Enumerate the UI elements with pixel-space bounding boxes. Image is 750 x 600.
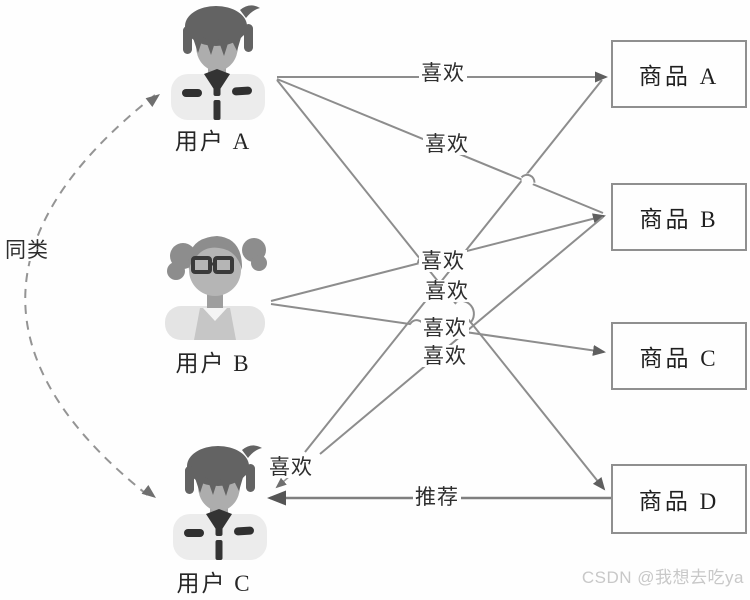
user-b-avatar [162,226,268,340]
recommend-label: 推荐 [413,484,461,509]
product-c-box: 商品 C [611,322,747,390]
like-label-userC-productB: 喜欢 [421,343,469,368]
product-a-box: 商品 A [611,40,747,108]
like-label-userA-productA: 喜欢 [419,60,467,85]
like-label-userA-productD: 喜欢 [423,278,471,303]
watermark: CSDN @我想去吃ya [581,568,744,587]
like-label-userA-productB: 喜欢 [423,131,471,156]
female-avatar-icon [165,236,267,340]
male-avatar-icon [171,5,265,120]
user-b-label: 用户 B [175,351,251,376]
user-a-label: 用户 A [174,129,252,154]
edge-sametype-arc [24,94,160,498]
arrowhead-to-userA [145,94,160,107]
like-label-userB-productC: 喜欢 [421,315,469,340]
like-label-userC-productA: 喜欢 [267,454,315,479]
same-type-label: 同类 [3,237,51,262]
user-c-label: 用户 C [176,571,252,596]
product-b-box: 商品 B [611,183,747,251]
arrowhead-to-userC [141,485,156,498]
like-label-userB-productB: 喜欢 [419,248,467,273]
male-avatar-icon [173,445,267,560]
product-d-box: 商品 D [611,464,747,534]
user-a-avatar [168,4,268,120]
user-c-avatar [170,444,270,560]
